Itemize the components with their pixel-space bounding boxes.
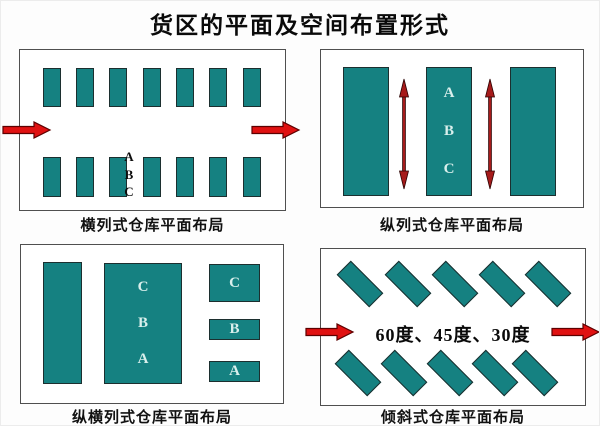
zone-label: A xyxy=(443,84,455,101)
zone-label: C xyxy=(443,161,455,178)
zone-label: A xyxy=(124,149,134,164)
zone-label: B xyxy=(137,314,148,331)
storage-block xyxy=(478,260,526,308)
storage-block xyxy=(143,68,161,107)
storage-block: C B A xyxy=(104,263,182,384)
zone-label: B xyxy=(124,167,134,182)
storage-block xyxy=(43,68,61,107)
storage-block: A xyxy=(209,361,260,382)
storage-block xyxy=(380,349,428,397)
storage-block xyxy=(43,262,82,384)
zone-label: C xyxy=(137,279,149,296)
storage-block xyxy=(343,67,389,196)
storage-block xyxy=(43,157,61,197)
storage-block: B xyxy=(209,319,260,340)
storage-block xyxy=(384,260,432,308)
storage-block xyxy=(176,157,194,197)
zone-label: A xyxy=(137,350,149,367)
caption-mixed-layout: 纵横列式仓库平面布局 xyxy=(71,410,232,426)
storage-block xyxy=(336,260,384,308)
storage-block xyxy=(176,68,194,107)
two-way-flow-arrow-icon xyxy=(398,78,410,190)
storage-block xyxy=(524,260,572,308)
incline-angles-text: 60度、45度、30度 xyxy=(375,325,531,345)
storage-block xyxy=(76,157,94,197)
zone-label: C xyxy=(229,274,240,291)
storage-block xyxy=(243,157,261,197)
flow-in-arrow-icon xyxy=(2,121,52,139)
figure-title: 货区的平面及空间布置形式 xyxy=(150,13,450,38)
storage-block xyxy=(426,349,474,397)
storage-block xyxy=(76,68,94,107)
panel-mixed-layout: C B A C B A xyxy=(20,244,284,404)
storage-block xyxy=(334,349,382,397)
flow-out-arrow-icon xyxy=(551,323,599,341)
zone-label: A xyxy=(229,363,240,379)
panel-inclined-layout: 60度、45度、30度 xyxy=(320,248,586,406)
panel-vertical-layout: A B C xyxy=(320,49,584,208)
storage-block: A B C xyxy=(426,67,472,196)
storage-block xyxy=(209,68,227,107)
storage-block xyxy=(243,68,261,107)
flow-out-arrow-icon xyxy=(251,121,301,139)
two-way-flow-arrow-icon xyxy=(484,78,496,190)
storage-block xyxy=(109,68,127,107)
storage-block xyxy=(109,157,127,197)
zone-label: B xyxy=(229,321,240,337)
storage-block xyxy=(143,157,161,197)
flow-in-arrow-icon xyxy=(305,323,355,341)
zone-label: B xyxy=(443,122,454,139)
storage-block: C xyxy=(209,264,260,302)
storage-block xyxy=(471,349,519,397)
caption-inclined-layout: 倾斜式仓库平面布局 xyxy=(380,410,525,426)
caption-vertical-layout: 纵列式仓库平面布局 xyxy=(379,218,524,234)
storage-block xyxy=(431,260,479,308)
storage-block xyxy=(511,349,559,397)
zone-label: C xyxy=(124,184,134,199)
storage-block xyxy=(510,67,556,196)
caption-horizontal-layout: 横列式仓库平面布局 xyxy=(80,218,225,234)
storage-block xyxy=(209,157,227,197)
